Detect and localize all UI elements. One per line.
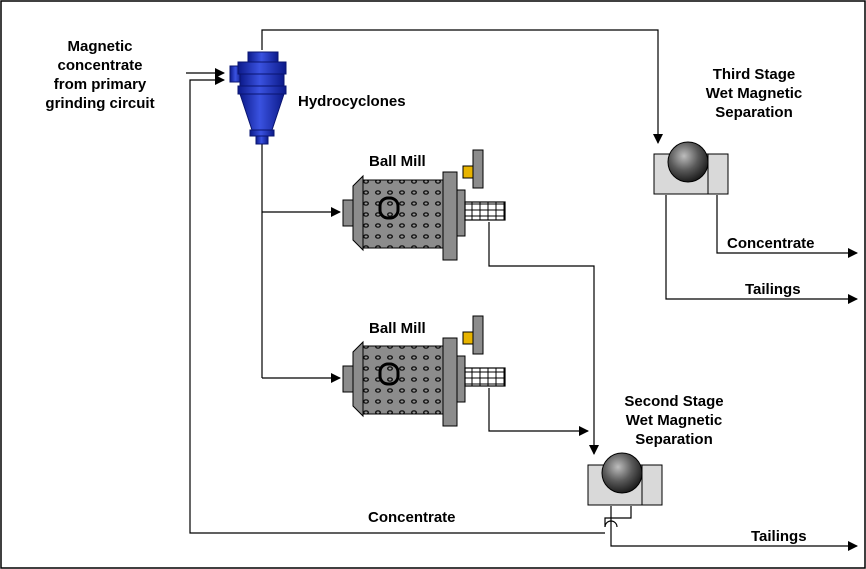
feed-label-line-1: Magnetic [67, 38, 133, 55]
second-stage-concentrate-riser [604, 506, 632, 527]
second-stage-label-line-2: Wet Magnetic [625, 412, 723, 429]
third-stage-label-line-3: Separation [715, 104, 793, 121]
feed-label-line-2: concentrate [57, 57, 143, 74]
second-stage-label-line-1: Second Stage [624, 393, 724, 410]
second-stage-tailings-line [610, 506, 858, 551]
third-stage-label-line-2: Wet Magnetic [705, 85, 803, 102]
overflow-line [261, 29, 663, 144]
hydrocyclone-icon [229, 51, 287, 145]
second-stage-label-line-3: Separation [635, 431, 713, 448]
second-stage-label: Second Stage Wet Magnetic Separation [594, 392, 754, 449]
ball-mill-1-icon [342, 149, 506, 261]
feed-label-line-4: grinding circuit [45, 95, 155, 112]
flow-lines [186, 29, 858, 551]
second-stage-tailings-label: Tailings [751, 528, 807, 545]
third-stage-concentrate-line [716, 195, 858, 258]
recycle-concentrate-line [189, 75, 605, 534]
feed-label-line-3: from primary [53, 76, 147, 93]
ball-mill-2-icon [342, 315, 506, 427]
third-stage-label: Third Stage Wet Magnetic Separation [674, 65, 834, 122]
third-stage-tailings-line [665, 195, 858, 304]
second-stage-separator-icon [587, 452, 663, 506]
mill1-discharge-line [488, 222, 599, 455]
third-stage-tailings-label: Tailings [745, 281, 801, 298]
third-stage-concentrate-label: Concentrate [727, 235, 815, 252]
ball-mill-1-label: Ball Mill [369, 153, 426, 170]
mill2-discharge-line [488, 388, 589, 436]
ball-mill-2-label: Ball Mill [369, 320, 426, 337]
third-stage-separator-icon [653, 141, 729, 195]
third-stage-label-line-1: Third Stage [712, 66, 796, 83]
feed-label: Magnetic concentrate from primary grindi… [8, 37, 192, 113]
hydrocyclones-label: Hydrocyclones [298, 93, 406, 110]
recycle-concentrate-label: Concentrate [368, 509, 456, 526]
